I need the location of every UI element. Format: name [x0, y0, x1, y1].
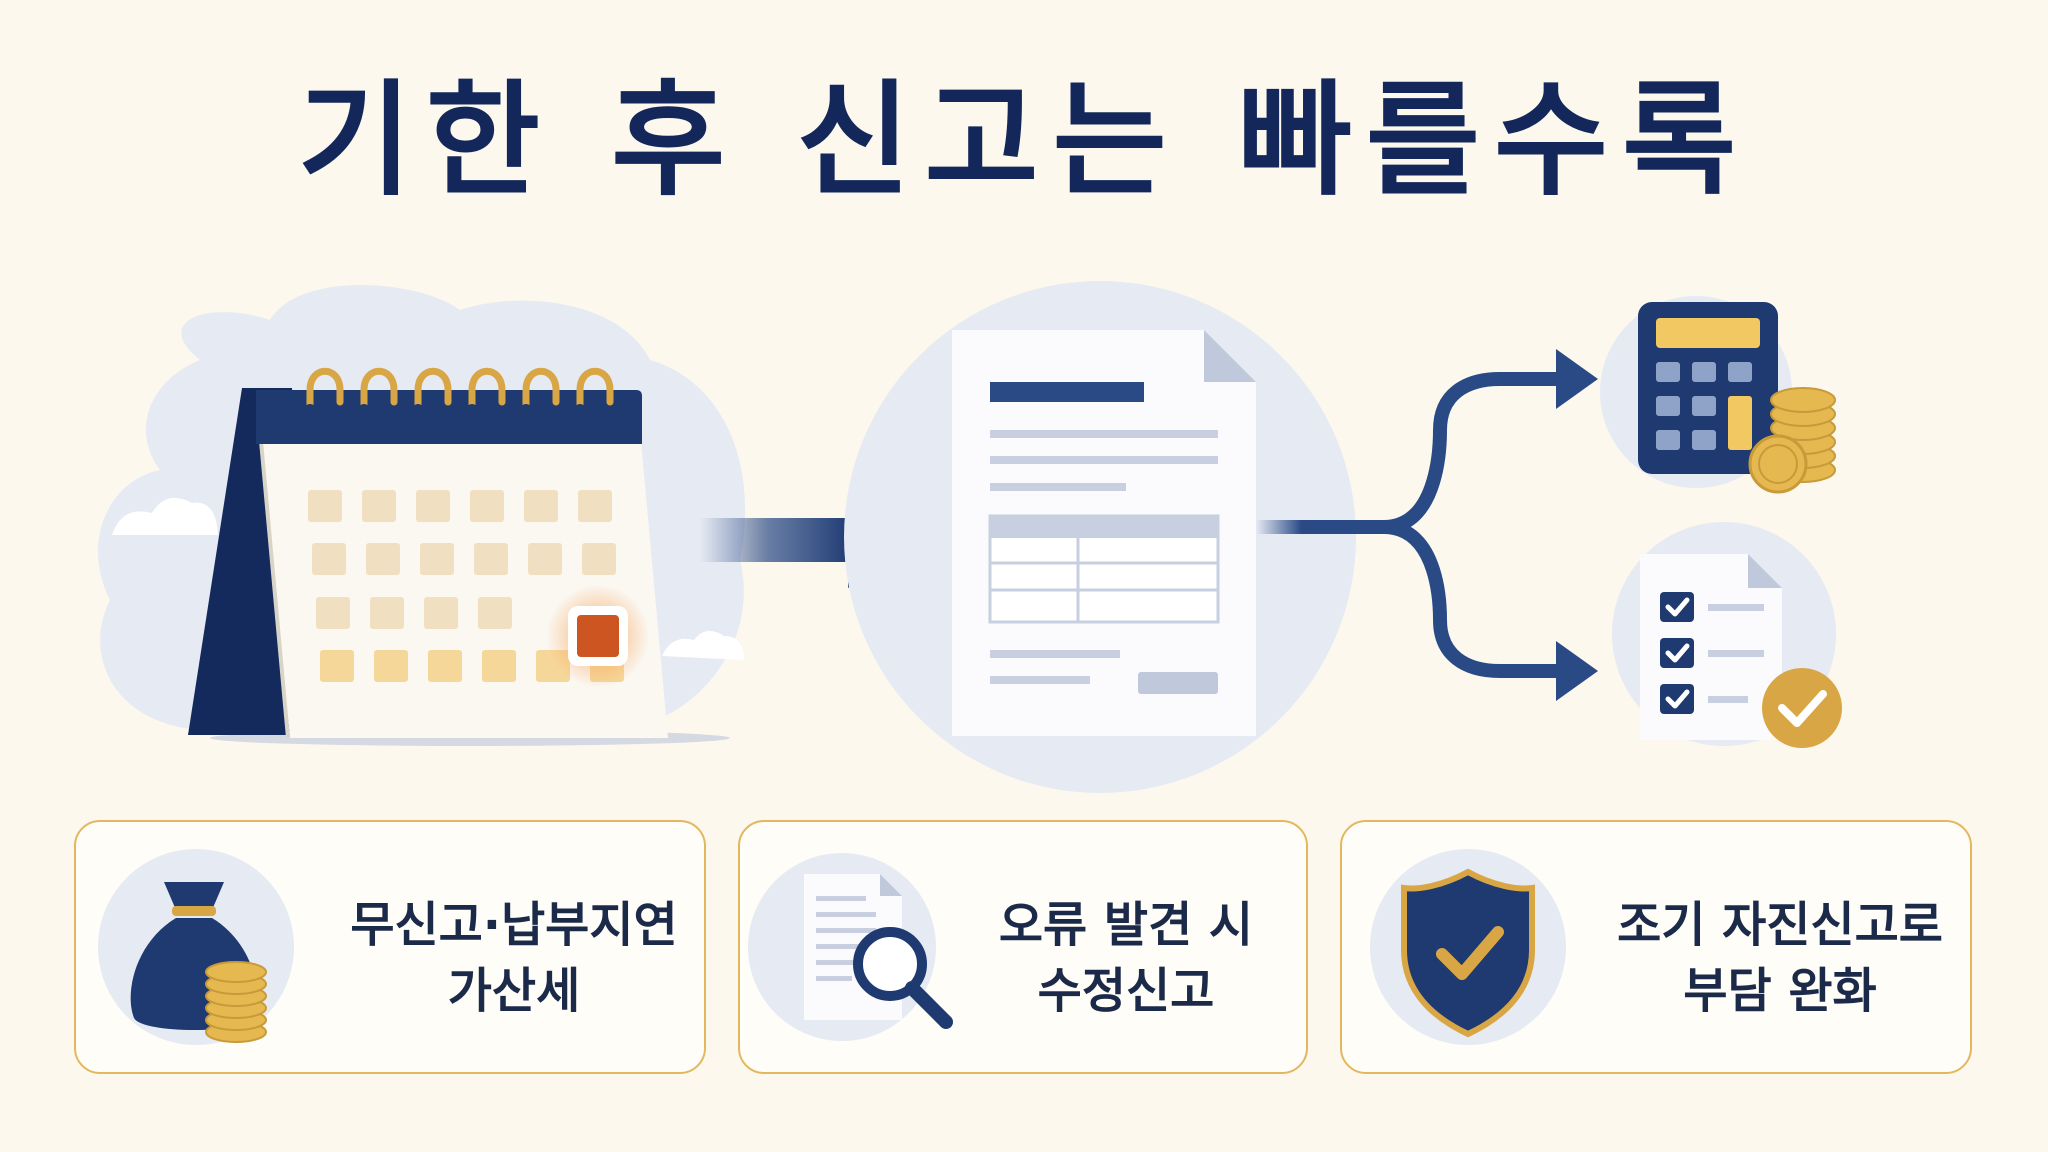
- shield-check-icon: [1370, 849, 1566, 1045]
- calculator-coins-icon: [1600, 296, 1836, 494]
- info-card-voluntary: 조기 자진신고로 부담 완화: [1340, 820, 1972, 1074]
- page-title: 기한 후 신고는 빠를수록: [297, 69, 1751, 213]
- card-label: 오류 발견 시 수정신고: [998, 897, 1254, 1019]
- info-card-penalty: 무신고·납부지연 가산세: [74, 820, 706, 1074]
- card-label: 무신고·납부지연 가산세: [350, 897, 678, 1019]
- calendar-icon: [98, 285, 746, 746]
- money-bag-icon: [98, 849, 294, 1045]
- document-form-icon: [844, 281, 1356, 793]
- checklist-icon: [1612, 522, 1842, 748]
- info-card-amendment: 오류 발견 시 수정신고: [738, 820, 1308, 1074]
- card-label: 조기 자진신고로 부담 완화: [1617, 897, 1943, 1019]
- process-illustration: [98, 281, 1842, 793]
- document-search-icon: [748, 853, 953, 1041]
- branch-arrow-icon: [1256, 349, 1598, 701]
